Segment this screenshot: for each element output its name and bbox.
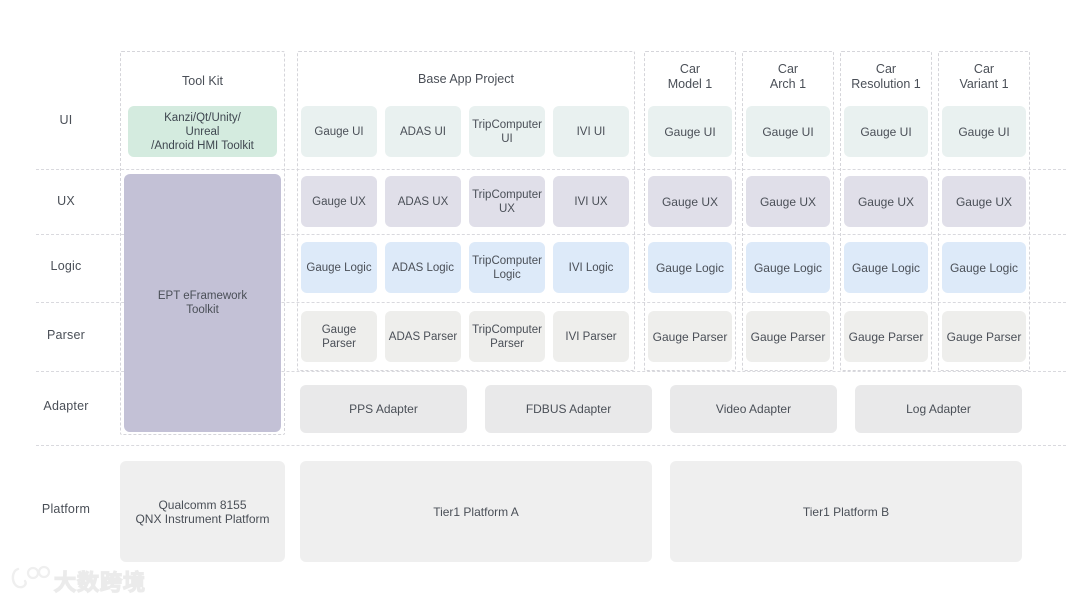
cell-base-parser-adas: ADAS Parser [385, 311, 461, 362]
cell-car-model-1-parser: Gauge Parser [648, 311, 732, 362]
row-label-ui: UI [59, 113, 73, 127]
toolkit-ui-line3: /Android HMI Toolkit [151, 139, 254, 152]
cell-ept-eframework-toolkit: EPT eFramework Toolkit [124, 174, 281, 432]
cell-car-variant-1-logic: Gauge Logic [942, 242, 1026, 293]
cell-car-variant-1-parser: Gauge Parser [942, 311, 1026, 362]
group-box-base-app-project [297, 51, 635, 371]
group-title-car-model-1: Car Model 1 [644, 62, 736, 92]
cell-car-resolution-1-ui: Gauge UI [844, 106, 928, 157]
cell-car-variant-1-ux: Gauge UX [942, 176, 1026, 227]
row-separator-logic-parser [36, 302, 1066, 303]
cell-base-ui-adas: ADAS UI [385, 106, 461, 157]
cell-car-arch-1-logic: Gauge Logic [746, 242, 830, 293]
cell-platform-tier1-b: Tier1 Platform B [670, 461, 1022, 562]
cell-adapter-pps: PPS Adapter [300, 385, 467, 433]
cell-car-model-1-ui: Gauge UI [648, 106, 732, 157]
car-arch-1-line2: Arch 1 [769, 77, 807, 91]
base-ui-trip-line2: UI [501, 132, 513, 145]
cell-base-ui-ivi: IVI UI [553, 106, 629, 157]
base-parser-trip-line1: TripComputer [472, 323, 542, 336]
cell-adapter-fdbus: FDBUS Adapter [485, 385, 652, 433]
base-logic-trip-line1: TripComputer [472, 254, 542, 267]
cell-base-parser-tripcomputer: TripComputer Parser [469, 311, 545, 362]
row-separator-parser-adapter [36, 371, 1066, 372]
platform-left-line1: Qualcomm 8155 [158, 497, 247, 512]
cell-car-model-1-ux: Gauge UX [648, 176, 732, 227]
cell-base-ux-gauge: Gauge UX [301, 176, 377, 227]
toolkit-ui-line1: Kanzi/Qt/Unity/ [164, 111, 241, 124]
car-resolution-1-line1: Car [875, 62, 897, 76]
cell-car-resolution-1-logic: Gauge Logic [844, 242, 928, 293]
cell-base-ux-adas: ADAS UX [385, 176, 461, 227]
base-ux-trip-line2: UX [499, 202, 515, 215]
cell-base-ui-tripcomputer: TripComputer UI [469, 106, 545, 157]
cell-base-logic-ivi: IVI Logic [553, 242, 629, 293]
cell-base-ui-gauge: Gauge UI [301, 106, 377, 157]
group-box-car-variant-1 [938, 51, 1030, 371]
car-variant-1-line2: Variant 1 [959, 77, 1009, 91]
cell-adapter-log: Log Adapter [855, 385, 1022, 433]
ept-line2: Toolkit [186, 304, 219, 316]
cell-base-logic-tripcomputer: TripComputer Logic [469, 242, 545, 293]
cell-car-variant-1-ui: Gauge UI [942, 106, 1026, 157]
group-box-car-model-1 [644, 51, 736, 371]
car-arch-1-line1: Car [777, 62, 799, 76]
cell-adapter-video: Video Adapter [670, 385, 837, 433]
row-label-platform: Platform [41, 502, 91, 516]
cell-car-resolution-1-ux: Gauge UX [844, 176, 928, 227]
cell-car-arch-1-ux: Gauge UX [746, 176, 830, 227]
row-label-parser: Parser [46, 328, 86, 342]
cell-toolkit-ui: Kanzi/Qt/Unity/ Unreal /Android HMI Tool… [128, 106, 277, 157]
group-title-car-variant-1: Car Variant 1 [938, 62, 1030, 92]
row-label-logic: Logic [50, 259, 82, 273]
cell-car-arch-1-parser: Gauge Parser [746, 311, 830, 362]
car-variant-1-line1: Car [973, 62, 995, 76]
row-separator-ui-ux [36, 169, 1066, 170]
row-label-adapter: Adapter [43, 399, 89, 413]
base-parser-trip-line2: Parser [490, 337, 524, 350]
watermark: 大数跨境 [8, 564, 148, 596]
cell-platform-qualcomm: Qualcomm 8155 QNX Instrument Platform [120, 461, 285, 562]
group-title-toolkit: Tool Kit [182, 74, 223, 88]
car-model-1-line1: Car [679, 62, 701, 76]
cell-car-resolution-1-parser: Gauge Parser [844, 311, 928, 362]
watermark-logo-icon [11, 565, 51, 589]
cell-car-model-1-logic: Gauge Logic [648, 242, 732, 293]
watermark-text: 大数跨境 [53, 569, 147, 595]
group-title-car-arch-1: Car Arch 1 [742, 62, 834, 92]
cell-base-parser-ivi: IVI Parser [553, 311, 629, 362]
group-box-car-resolution-1 [840, 51, 932, 371]
group-box-car-arch-1 [742, 51, 834, 371]
group-box-toolkit [120, 51, 285, 435]
cell-base-logic-gauge: Gauge Logic [301, 242, 377, 293]
base-ux-trip-line1: TripComputer [472, 188, 542, 201]
cell-base-parser-gauge: Gauge Parser [301, 311, 377, 362]
car-resolution-1-line2: Resolution 1 [851, 77, 921, 91]
platform-left-line2: QNX Instrument Platform [135, 511, 270, 526]
toolkit-ui-line2: Unreal [185, 125, 220, 138]
cell-base-logic-adas: ADAS Logic [385, 242, 461, 293]
group-title-car-resolution-1: Car Resolution 1 [838, 62, 934, 92]
cell-car-arch-1-ui: Gauge UI [746, 106, 830, 157]
row-separator-adapter-platform [36, 445, 1066, 446]
car-model-1-line2: Model 1 [667, 77, 713, 91]
row-separator-ux-logic [36, 234, 1066, 235]
cell-base-ux-ivi: IVI UX [553, 176, 629, 227]
group-title-base-app-project: Base App Project [418, 72, 514, 86]
ept-line1: EPT eFramework [157, 290, 248, 302]
cell-platform-tier1-a: Tier1 Platform A [300, 461, 652, 562]
base-logic-trip-line2: Logic [493, 268, 521, 281]
base-ui-trip-line1: TripComputer [472, 118, 542, 131]
cell-base-ux-tripcomputer: TripComputer UX [469, 176, 545, 227]
row-label-ux: UX [57, 194, 75, 208]
